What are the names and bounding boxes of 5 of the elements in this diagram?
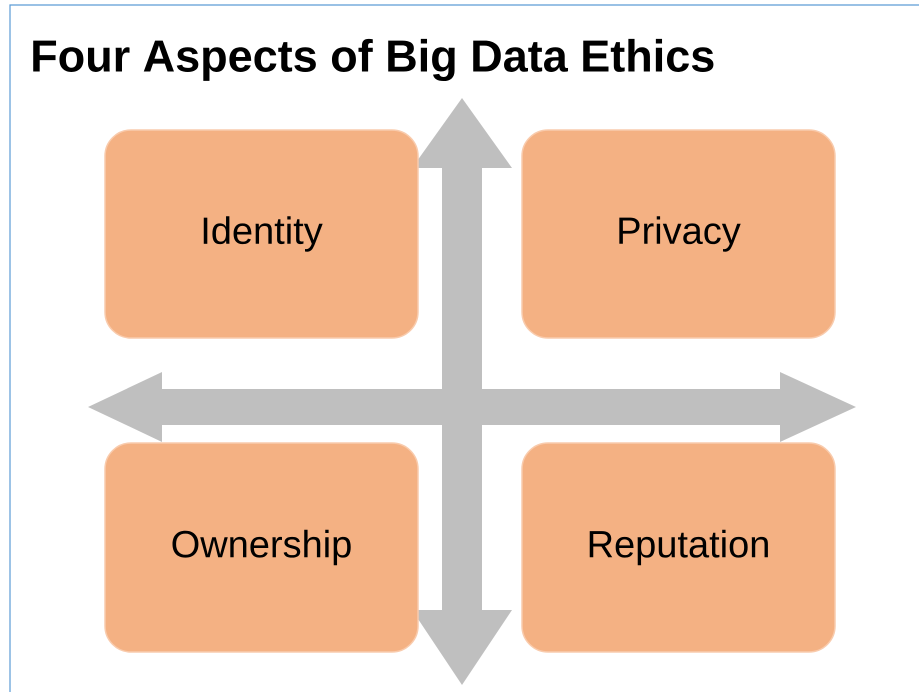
aspect-box: Reputation [521,442,836,653]
title: Four Aspects of Big Data Ethics [33,38,714,82]
aspect-box: Ownership [104,442,419,653]
aspect-box: Identity [104,129,419,339]
aspect-box: Privacy [521,129,836,339]
